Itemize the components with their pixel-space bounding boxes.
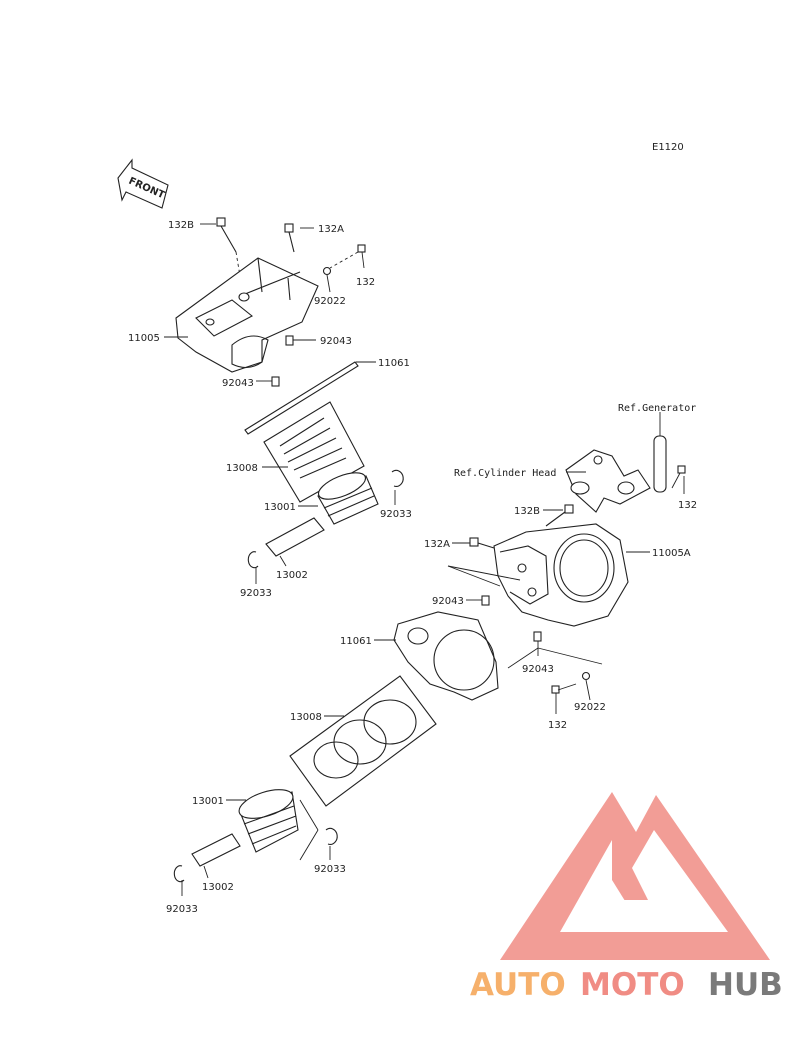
logo-inner-stroke — [585, 880, 640, 925]
right-bolt-132 — [671, 465, 686, 494]
label-upper-132: 132 — [356, 277, 375, 288]
ref-cylinder-head-part — [565, 449, 651, 513]
label-upper-13008: 13008 — [226, 463, 258, 474]
watermark-logo — [500, 792, 770, 960]
upper-piston-13001 — [298, 472, 379, 525]
label-lower-92022: 92022 — [574, 702, 606, 713]
ref-generator-part — [653, 412, 667, 493]
label-upper-132b: 132B — [168, 220, 194, 231]
lower-bolt-132 — [551, 683, 577, 714]
upper-cylinder-11005 — [175, 257, 319, 373]
upper-gasket-11061 — [244, 361, 376, 435]
label-lower-92033-a: 92033 — [314, 864, 346, 875]
lower-dowel-92043-a — [466, 595, 490, 606]
label-lower-13001: 13001 — [192, 796, 224, 807]
label-lower-132b: 132B — [514, 506, 540, 517]
logo-mountain-shape — [500, 792, 770, 960]
label-upper-13001: 13001 — [264, 502, 296, 513]
upper-dowel-92043-a — [285, 335, 316, 346]
label-lower-132: 132 — [548, 720, 567, 731]
label-right-132: 132 — [678, 500, 697, 511]
brand-part-auto: AUTO — [470, 967, 566, 1003]
label-lower-13002: 13002 — [202, 882, 234, 893]
diagram-code: E1120 — [652, 142, 684, 153]
label-upper-92043-a: 92043 — [320, 336, 352, 347]
watermark-text: AUTO MOTO HUB — [470, 967, 783, 1003]
label-upper-11005: 11005 — [128, 333, 160, 344]
label-lower-13008: 13008 — [290, 712, 322, 723]
lower-pin-13002 — [191, 833, 241, 879]
upper-pin-13002 — [265, 517, 325, 567]
label-lower-132a: 132A — [424, 539, 450, 550]
label-upper-92043-b: 92043 — [222, 378, 254, 389]
upper-bolt-132a — [284, 223, 314, 253]
lower-piston-13001 — [226, 789, 299, 853]
upper-circlip-92033-b — [247, 551, 259, 584]
brand-part-moto: MOTO — [580, 967, 685, 1003]
label-upper-132a: 132A — [318, 224, 344, 235]
upper-bolt-132 — [329, 244, 366, 269]
label-upper-92033-a: 92033 — [380, 509, 412, 520]
label-lower-92033-b: 92033 — [166, 904, 198, 915]
label-upper-11061: 11061 — [378, 358, 410, 369]
front-arrow: FRONT — [117, 158, 169, 209]
label-upper-92022: 92022 — [314, 296, 346, 307]
label-upper-13002: 13002 — [276, 570, 308, 581]
lower-gasket-11061 — [374, 611, 499, 701]
lower-circlip-92033-b — [173, 865, 185, 896]
upper-washer-92022 — [322, 266, 332, 293]
lower-bolt-132a — [452, 537, 495, 549]
label-ref-cylinder-head: Ref.Cylinder Head — [454, 468, 556, 479]
lower-cylinder-11005a — [493, 523, 650, 627]
lower-bolt-132b — [543, 504, 574, 527]
label-ref-generator: Ref.Generator — [618, 403, 696, 414]
lower-washer-92022 — [581, 671, 591, 701]
lower-dowel-92043-b — [507, 631, 603, 669]
upper-dowel-92043-b — [256, 376, 280, 387]
brand-part-hub: HUB — [708, 967, 783, 1003]
label-lower-11005a: 11005A — [652, 548, 691, 559]
lower-rings-13008 — [289, 675, 437, 807]
label-lower-92043-b: 92043 — [522, 664, 554, 675]
label-upper-92033-b: 92033 — [240, 588, 272, 599]
upper-circlip-92033-a — [391, 469, 404, 505]
label-lower-92043-a: 92043 — [432, 596, 464, 607]
label-lower-11061: 11061 — [340, 636, 372, 647]
lower-circlip-92033-a — [325, 827, 338, 860]
